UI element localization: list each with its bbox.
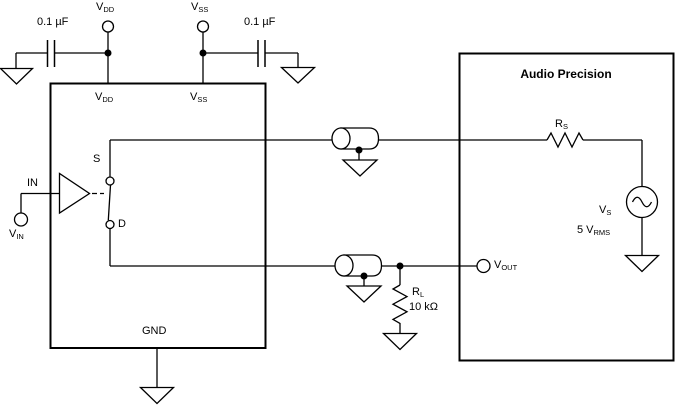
ground-icon [138, 386, 176, 405]
gnd-pin-label: GND [142, 325, 167, 337]
source-name-label: VS [599, 204, 612, 217]
cap-left-value-label: 0.1 µF [37, 16, 69, 28]
coax-connector-icon [334, 254, 383, 303]
vdd-branch [101, 20, 115, 83]
capacitor-icon [257, 40, 266, 67]
vout-terminal-label: VOUT [494, 259, 518, 272]
load-value-label: 10 kΩ [409, 301, 439, 313]
ground-icon [0, 67, 35, 85]
sine-wave-glyph [631, 196, 653, 208]
series-resistor-label: RS [555, 118, 568, 131]
vout-terminal-circle [476, 258, 491, 274]
vss-pin-label: VSS [190, 91, 208, 104]
vdd-terminal-circle [101, 20, 115, 33]
coax-connector-icon [331, 127, 380, 177]
switch-drain-circle [105, 219, 115, 230]
vss-supply-label: VSS [191, 1, 209, 14]
switch-source-label: S [93, 153, 101, 165]
input-branch [13, 172, 104, 227]
cap-right-value-label: 0.1 µF [244, 16, 276, 28]
dut-box [49, 82, 267, 349]
vdd-supply-label: VDD [96, 1, 115, 14]
vss-branch [196, 20, 258, 83]
left-decoupling-branch [0, 40, 108, 85]
gnd-branch [138, 348, 176, 405]
right-decoupling-branch [257, 40, 317, 84]
audio-precision-box [458, 52, 675, 362]
series-resistor-icon [546, 131, 643, 187]
vss-terminal-circle [196, 20, 210, 33]
ground-icon [341, 159, 379, 177]
source-value-label: 5 VRMS [577, 224, 611, 237]
audio-precision-title: Audio Precision [520, 67, 612, 81]
vin-terminal-circle [13, 212, 29, 227]
vdd-pin-label: VDD [95, 91, 114, 104]
ground-icon [381, 332, 419, 351]
ground-icon [279, 66, 317, 84]
ground-icon [345, 285, 383, 303]
switch-drain-label: D [118, 218, 126, 230]
capacitor-icon [46, 40, 56, 67]
ground-icon [623, 254, 661, 273]
load-resistor-label: RL [412, 286, 425, 299]
ac-source-icon [623, 185, 661, 273]
in-pin-label: IN [27, 177, 38, 189]
switch-source-circle [105, 176, 115, 186]
switch-arm [107, 185, 112, 221]
vin-terminal-label: VIN [9, 228, 24, 241]
buffer-icon [58, 172, 91, 215]
switch-icon [105, 140, 115, 266]
junction-dot [104, 49, 112, 57]
load-resistor-icon [381, 262, 419, 351]
